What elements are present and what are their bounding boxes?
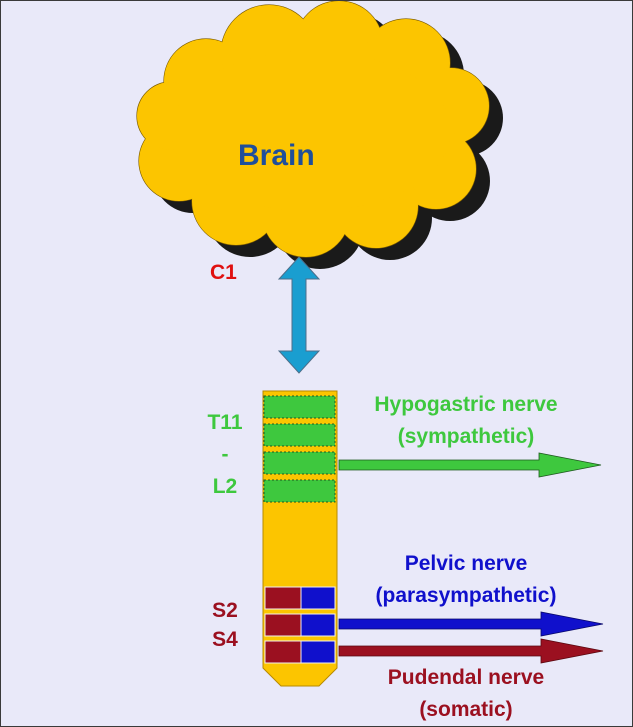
segment-l2 [263, 479, 336, 503]
l2-label: L2 [212, 475, 238, 498]
brain-spinal-connector-arrow [277, 256, 321, 374]
segment-s4-somatic [264, 640, 302, 664]
hypogastric-nerve-type: (sympathetic) [397, 425, 535, 448]
segment-s2-parasympathetic [300, 586, 336, 610]
segment-t12 [263, 423, 336, 447]
segment-l1 [263, 451, 336, 475]
segment-t11 [263, 395, 336, 419]
t11-label: T11 [207, 411, 243, 434]
hypogastric-nerve-label: Hypogastric nerve [374, 393, 558, 416]
s2-label: S2 [212, 599, 238, 622]
pelvic-nerve-label: Pelvic nerve [404, 552, 528, 575]
hypogastric-nerve-arrow [338, 452, 602, 478]
pelvic-nerve-type: (parasympathetic) [375, 584, 557, 607]
s4-label: S4 [212, 628, 238, 651]
segment-s2-somatic [264, 586, 302, 610]
segment-s3-somatic [264, 613, 302, 637]
pelvic-nerve-arrow [338, 611, 604, 637]
pudendal-nerve-arrow [338, 638, 604, 664]
sympathetic-segments [263, 395, 336, 503]
segment-s3-parasympathetic [300, 613, 336, 637]
sacral-segments [264, 586, 336, 664]
brain-label: Brain [238, 139, 315, 172]
segment-s4-parasympathetic [300, 640, 336, 664]
pudendal-nerve-type: (somatic) [419, 698, 513, 721]
t11-l2-dash: - [221, 443, 229, 466]
pudendal-nerve-label: Pudendal nerve [387, 666, 545, 689]
c1-label: C1 [210, 261, 237, 284]
